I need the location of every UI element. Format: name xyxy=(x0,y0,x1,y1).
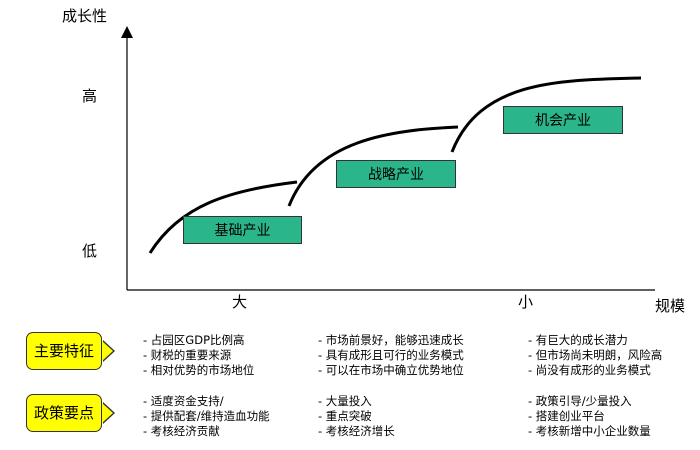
stage-box-strategic: 战略产业 xyxy=(336,160,456,188)
features-column-opportunity: - 有巨大的成长潜力 - 但市场尚未明朗，风险高 - 尚没有成形的业务模式 xyxy=(528,333,662,378)
list-item: - 提供配套/维持造血功能 xyxy=(143,409,270,423)
list-item: - 财税的重要来源 xyxy=(143,348,232,362)
list-item: - 尚没有成形的业务模式 xyxy=(528,363,651,377)
list-item: - 搭建创业平台 xyxy=(528,409,605,423)
list-item: - 适度资金支持/ xyxy=(143,394,224,408)
policy-column-basic: - 适度资金支持/ - 提供配套/维持造血功能 - 考核经济贡献 xyxy=(143,394,270,439)
policy-column-opportunity: - 政策引导/少量投入 - 搭建创业平台 - 考核新增中小企业数量 xyxy=(528,394,651,439)
growth-curve-3 xyxy=(450,76,642,153)
list-item: - 但市场尚未明朗，风险高 xyxy=(528,348,663,362)
list-item: - 可以在市场中确立优势地位 xyxy=(318,363,464,377)
badge-policy-points-label: 政策要点 xyxy=(33,404,94,422)
x-axis-large: 大 xyxy=(232,293,248,311)
list-item: - 重点突破 xyxy=(318,409,372,423)
policy-column-strategic: - 大量投入 - 重点突破 - 考核经济增长 xyxy=(318,394,395,439)
growth-curve-2 xyxy=(287,125,459,207)
list-item: - 大量投入 xyxy=(318,394,372,408)
list-item: - 相对优势的市场地位 xyxy=(143,363,255,377)
stage-box-basic: 基础产业 xyxy=(183,216,302,244)
features-column-basic: - 占园区GDP比例高 - 财税的重要来源 - 相对优势的市场地位 xyxy=(143,333,254,378)
y-axis-high: 高 xyxy=(82,87,98,105)
badge-main-features-label: 主要特征 xyxy=(33,342,94,360)
list-item: - 考核新增中小企业数量 xyxy=(528,424,651,438)
list-item: - 政策引导/少量投入 xyxy=(528,394,632,408)
y-axis-label: 成长性 xyxy=(62,7,108,25)
stage-box-opportunity: 机会产业 xyxy=(503,106,623,134)
list-item: - 考核经济增长 xyxy=(318,424,395,438)
growth-curve-1 xyxy=(148,180,298,254)
list-item: - 有巨大的成长潜力 xyxy=(528,333,628,347)
features-column-strategic: - 市场前景好，能够迅速成长 - 具有成形且可行的业务模式 - 可以在市场中确立… xyxy=(318,333,464,378)
list-item: - 市场前景好，能够迅速成长 xyxy=(318,333,464,347)
list-item: - 考核经济贡献 xyxy=(143,424,220,438)
list-item: - 占园区GDP比例高 xyxy=(143,333,245,347)
y-axis-low: 低 xyxy=(82,242,98,260)
badge-policy-points: 政策要点 xyxy=(26,394,115,432)
x-axis-label: 规模 xyxy=(655,297,686,315)
badge-main-features: 主要特征 xyxy=(26,332,115,370)
x-axis-small: 小 xyxy=(518,293,534,311)
list-item: - 具有成形且可行的业务模式 xyxy=(318,348,464,362)
